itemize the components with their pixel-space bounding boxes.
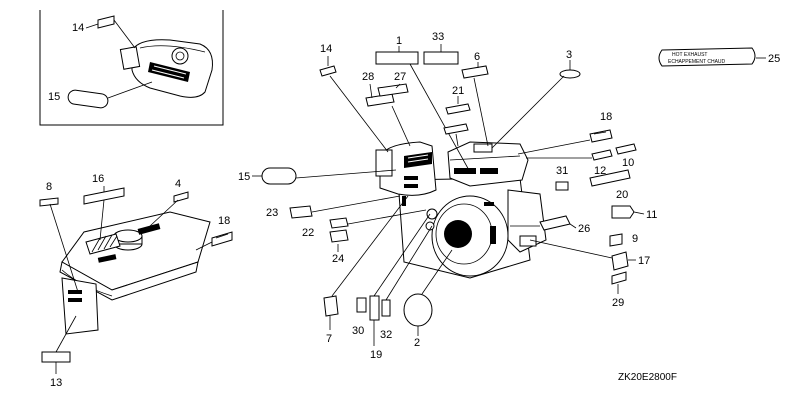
label-31 xyxy=(555,181,569,191)
callout-14: 14 xyxy=(320,43,332,55)
starter-hub xyxy=(444,220,472,248)
callout-23: 23 xyxy=(266,207,278,219)
callout-16: 16 xyxy=(92,173,104,185)
air-cleaner-knob xyxy=(171,47,189,65)
callout-15-inset: 15 xyxy=(48,91,60,103)
callout-22: 22 xyxy=(302,227,314,239)
engine-assembly xyxy=(375,141,547,279)
callout-3: 3 xyxy=(566,49,572,61)
intake-snorkel xyxy=(119,46,141,70)
callout-7: 7 xyxy=(326,333,332,345)
callout-29: 29 xyxy=(612,297,624,309)
label-19 xyxy=(369,295,380,321)
callout-15: 15 xyxy=(238,171,250,183)
engine-fuel-tank xyxy=(447,141,529,187)
label-22-b xyxy=(329,229,349,243)
callout-19: 19 xyxy=(370,349,382,361)
label-20 xyxy=(589,169,631,187)
label-29 xyxy=(611,271,627,285)
warning-line-2: ECHAPPEMENT CHAUD xyxy=(668,59,726,65)
callout-33: 33 xyxy=(432,31,444,43)
label-21-a xyxy=(445,103,471,115)
callout-13: 13 xyxy=(50,377,62,389)
callout-21: 21 xyxy=(452,85,464,97)
label-15 xyxy=(261,167,297,185)
callout-18: 18 xyxy=(600,111,612,123)
label-4 xyxy=(173,191,189,203)
label-14-inset xyxy=(97,15,115,29)
label-15-inset xyxy=(67,89,109,109)
label-21-b xyxy=(443,123,469,135)
label-17 xyxy=(611,251,629,271)
callout-20: 20 xyxy=(616,189,628,201)
label-25-hot-exhaust xyxy=(658,47,756,67)
callout-9: 9 xyxy=(632,233,638,245)
label-8 xyxy=(39,197,59,207)
label-26 xyxy=(539,215,571,231)
callout-1: 1 xyxy=(396,35,402,47)
label-10 xyxy=(615,143,637,155)
label-1 xyxy=(375,51,419,65)
inset-air-cleaner: 14 15 xyxy=(39,10,224,126)
label-16 xyxy=(83,187,125,205)
warning-line-1: HOT EXHAUST xyxy=(672,52,707,58)
callout-27: 27 xyxy=(394,71,406,83)
engine-labels: 14 1 33 6 3 28 27 21 xyxy=(238,31,780,361)
callout-6: 6 xyxy=(474,51,480,63)
label-13 xyxy=(41,351,71,363)
fuel-tank-assembly: 16 8 4 18 13 xyxy=(39,173,233,389)
callout-25: 25 xyxy=(768,53,780,65)
label-7 xyxy=(323,295,339,317)
drawing-code: ZK20E2800F xyxy=(618,372,677,383)
label-22-a xyxy=(329,217,349,229)
callout-28: 28 xyxy=(362,71,374,83)
label-18 xyxy=(589,129,613,143)
label-33 xyxy=(423,51,459,65)
label-18-tank xyxy=(211,231,233,247)
label-6 xyxy=(461,65,489,79)
label-27 xyxy=(377,83,409,97)
callout-18-tank: 18 xyxy=(218,215,230,227)
callout-11: 11 xyxy=(646,209,657,221)
callout-26: 26 xyxy=(578,223,590,235)
callout-24: 24 xyxy=(332,253,344,265)
inset-frame xyxy=(39,10,224,126)
callout-17: 17 xyxy=(638,255,650,267)
callout-31: 31 xyxy=(556,165,568,177)
callout-2: 2 xyxy=(414,337,420,349)
label-30 xyxy=(356,297,367,313)
callout-8: 8 xyxy=(46,181,52,193)
callout-12: 12 xyxy=(594,165,606,177)
label-14 xyxy=(319,65,337,77)
label-2 xyxy=(403,293,433,327)
label-32 xyxy=(381,299,391,317)
label-11 xyxy=(611,205,635,219)
fuel-tank-side xyxy=(61,277,99,335)
callout-32: 32 xyxy=(380,329,392,341)
callout-14-inset: 14 xyxy=(72,22,84,34)
label-9 xyxy=(609,233,623,247)
callout-30: 30 xyxy=(352,325,364,337)
label-12 xyxy=(591,149,613,161)
callout-10: 10 xyxy=(622,157,634,169)
label-23 xyxy=(289,205,313,219)
callout-4: 4 xyxy=(175,178,181,190)
